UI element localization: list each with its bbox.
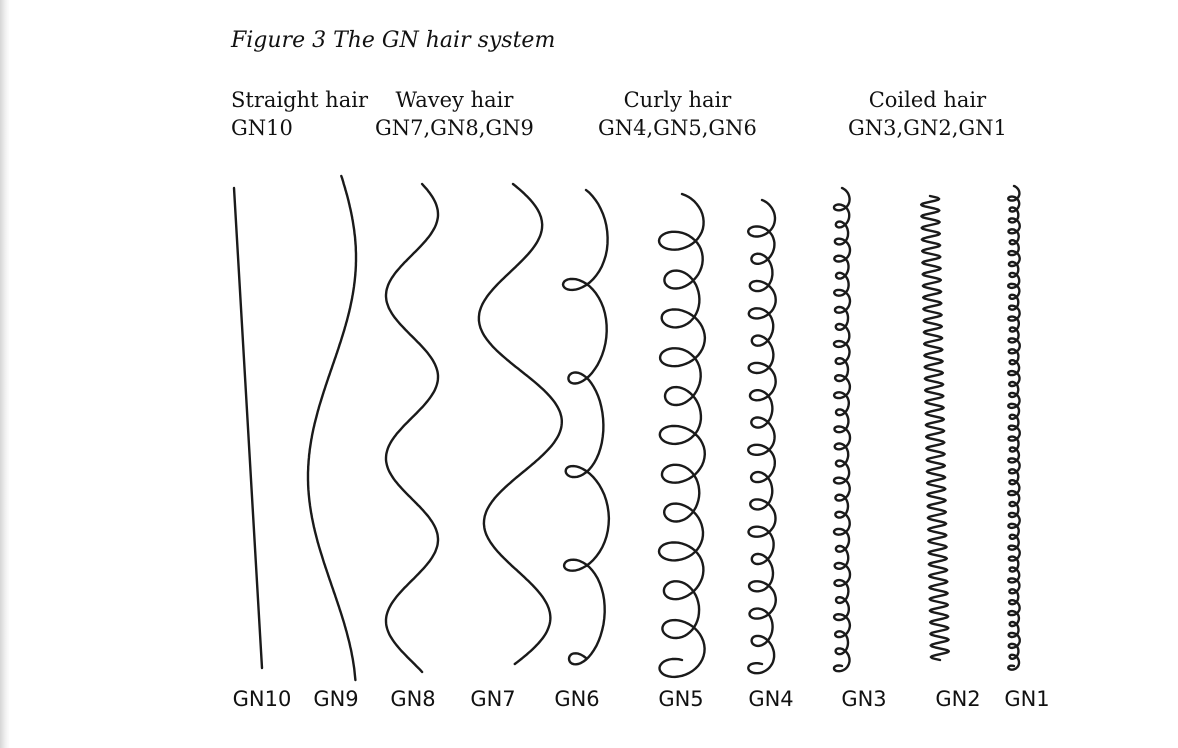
strand-label: GN1 — [1004, 687, 1049, 711]
strand-label: GN2 — [935, 687, 980, 711]
strand-label: GN10 — [233, 687, 292, 711]
category-name: Straight hair — [231, 88, 368, 112]
strand-label: GN7 — [470, 687, 515, 711]
hair-strand-gn4 — [747, 198, 777, 675]
hair-strand-gn7 — [477, 182, 563, 666]
category-curly: Curly hair GN4,GN5,GN6 — [598, 86, 757, 142]
figure-caption: Figure 3 The GN hair system — [231, 28, 556, 53]
strand-label: GN8 — [390, 687, 435, 711]
category-name: Curly hair — [623, 88, 732, 112]
page-edge-shadow — [0, 0, 10, 748]
hair-strand-gn2 — [920, 194, 950, 662]
category-codes: GN7,GN8,GN9 — [375, 116, 534, 140]
hair-strand-gn3 — [832, 186, 852, 673]
hair-strand-gn5 — [657, 192, 707, 679]
hair-strand-gn10 — [232, 186, 264, 670]
category-wavey: Wavey hair GN7,GN8,GN9 — [375, 86, 534, 142]
category-name: Wavey hair — [395, 88, 514, 112]
strand-label: GN5 — [658, 687, 703, 711]
hair-strand-gn8 — [384, 182, 440, 674]
hair-strand-gn6 — [561, 188, 611, 666]
category-straight: Straight hair GN10 — [231, 86, 368, 142]
strand-layer — [232, 174, 1021, 682]
strand-label: GN4 — [748, 687, 793, 711]
category-codes: GN3,GN2,GN1 — [848, 116, 1007, 140]
strand-label-layer: GN10 GN9 GN8 GN7 GN6 GN5 GN4 GN3 GN2 GN1 — [233, 687, 1050, 711]
strand-label: GN6 — [554, 687, 599, 711]
category-codes: GN4,GN5,GN6 — [598, 116, 757, 140]
strand-label: GN3 — [841, 687, 886, 711]
category-coiled: Coiled hair GN3,GN2,GN1 — [848, 86, 1007, 142]
hair-strand-gn1 — [1007, 184, 1021, 671]
category-codes: GN10 — [231, 116, 293, 140]
hair-strand-gn9 — [306, 174, 358, 682]
strand-label: GN9 — [313, 687, 358, 711]
category-name: Coiled hair — [868, 88, 987, 112]
